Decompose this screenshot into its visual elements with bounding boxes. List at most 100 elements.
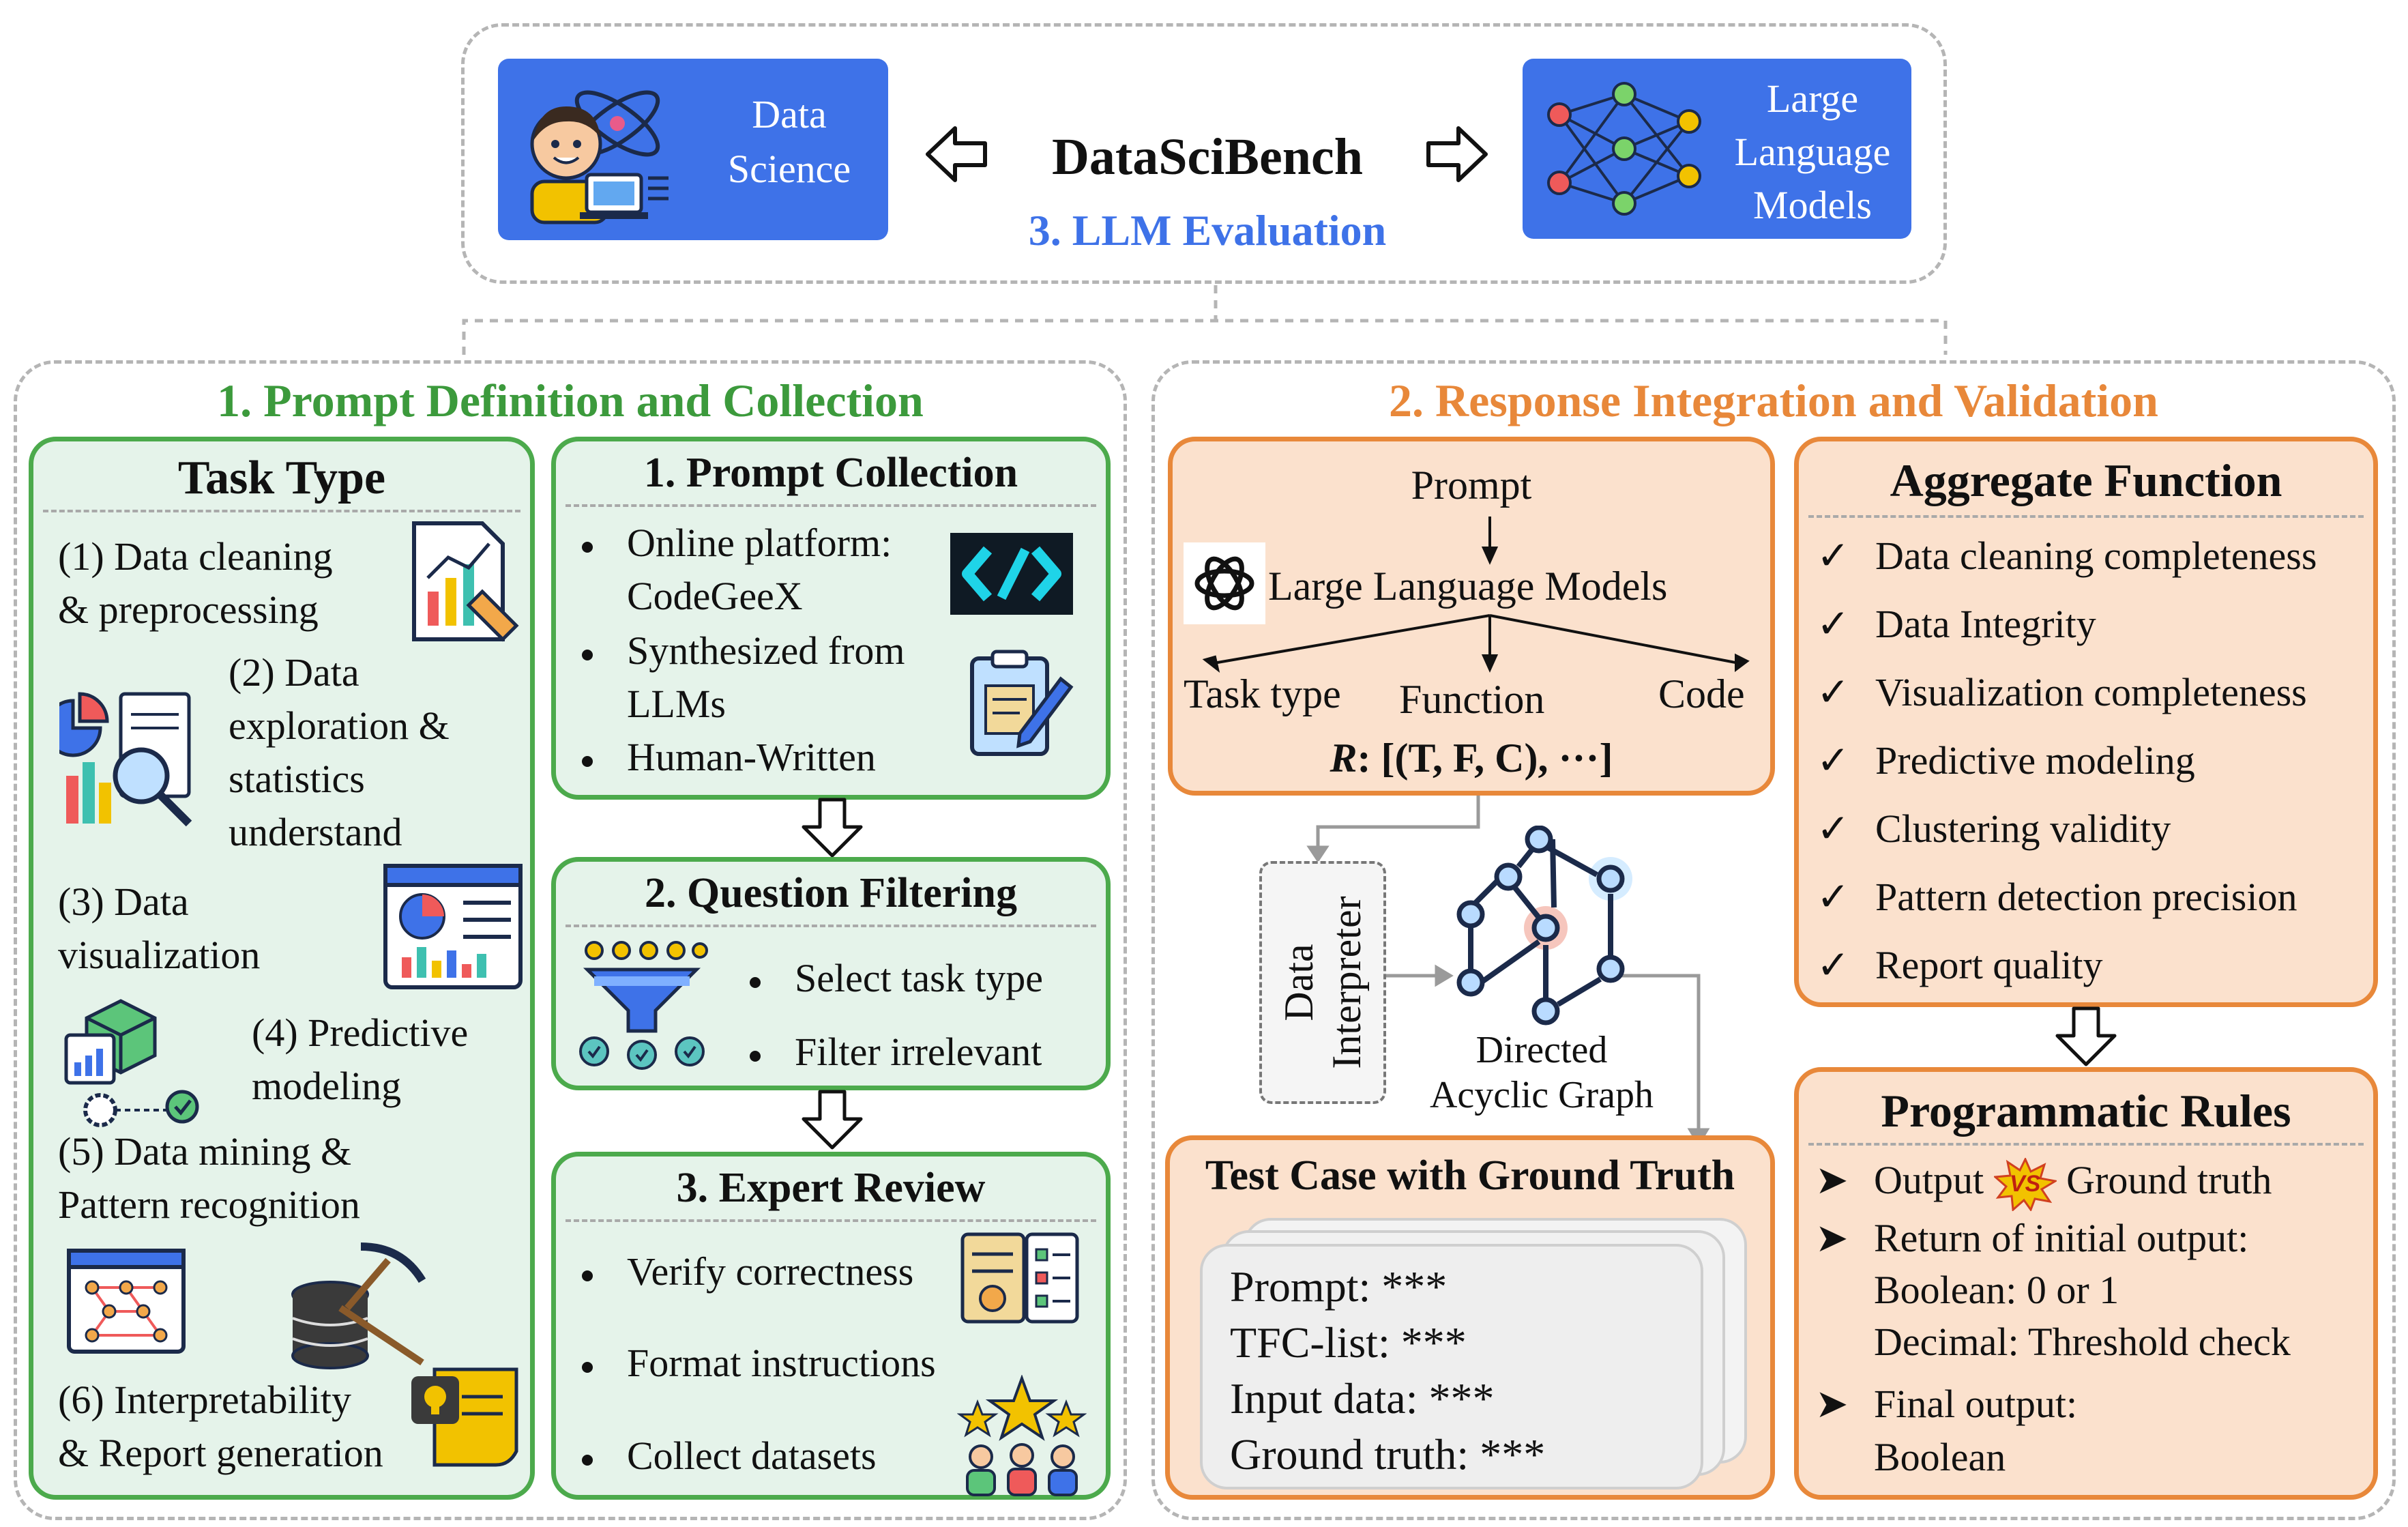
bullet-text: Format instructions: [627, 1341, 936, 1385]
bullet-format-instructions: Format instructions: [572, 1337, 936, 1390]
bullet-select-task-type: Select task type: [740, 952, 1043, 1005]
arrow-left-icon: [926, 126, 987, 182]
rules-output-line: ➤ Output VS Ground truth: [1815, 1154, 2272, 1211]
llm-label: Large Language Models: [1720, 72, 1905, 232]
task-line: (2) Data: [229, 650, 359, 695]
datascibench-title: DataSciBench: [1052, 128, 1363, 186]
data-scientist-icon: [530, 90, 669, 224]
branch-code: Code: [1658, 671, 1745, 716]
left-section-title: 1. Prompt Definition and Collection: [217, 375, 924, 426]
interpreter-line: Data: [1276, 944, 1321, 1021]
task-line: Pattern recognition: [58, 1182, 360, 1227]
bullet-human-written: Human-Written: [572, 731, 876, 784]
r-formula: R: [(T, F, C), ···]: [1173, 731, 1770, 785]
data-science-label: Data Science: [727, 92, 851, 191]
ground-truth-label: Ground truth: [2066, 1158, 2272, 1202]
header-connector: [462, 285, 1948, 355]
question-filtering-title: 2. Question Filtering: [645, 870, 1017, 916]
llm-line: Models: [1753, 183, 1872, 227]
right-section-frame: [1151, 360, 2396, 1520]
right-section-title: 2. Response Integration and Validation: [1389, 375, 2158, 426]
bullet-text: LLMs: [627, 682, 726, 726]
report-generation-icon: [411, 1367, 518, 1467]
bullet-synthesized: Synthesized from LLMs: [572, 624, 905, 731]
return-line: Decimal: Threshold check: [1874, 1320, 2291, 1364]
divider: [566, 1219, 1096, 1222]
down-arrow-icon: [2055, 1006, 2117, 1066]
task-line: (6) Interpretability: [58, 1378, 351, 1422]
aggregate-title: Aggregate Function: [1890, 454, 2282, 506]
arrow-bullet-icon: ➤: [1815, 1382, 1849, 1426]
interpreter-line: Interpreter: [1324, 896, 1369, 1069]
rules-return: ➤Return of initial output: Boolean: 0 or…: [1815, 1212, 2291, 1368]
check-icon: ✓: [1817, 943, 1850, 987]
bullet-filter-irrelevant: Filter irrelevant: [740, 1026, 1042, 1079]
dag-line: Acyclic Graph: [1429, 1074, 1654, 1116]
bullet-online-platform: Online platform: CodeGeeX: [572, 517, 892, 623]
task-line: & Report generation: [58, 1431, 383, 1475]
bullet-text: CodeGeeX: [627, 574, 803, 618]
bullet-text: Collect datasets: [627, 1434, 877, 1478]
divider: [1808, 1143, 2364, 1146]
left-section-frame: [14, 360, 1127, 1520]
header-frame: [461, 23, 1947, 284]
flow-arrows: [1202, 517, 1750, 673]
r-value: : [(T, F, C), ···]: [1357, 736, 1613, 781]
output-label: Output: [1874, 1158, 1984, 1202]
aggregate-item-label: Report quality: [1875, 943, 2103, 987]
task-item-4: (4) Predictive modeling: [252, 1006, 468, 1113]
test-case-card: Prompt: *** TFC-list: *** Input data: **…: [1200, 1244, 1703, 1489]
task-item-1: (1) Data cleaning & preprocessing: [58, 530, 333, 637]
llm-line: Language: [1734, 130, 1891, 174]
flow-prompt: Prompt: [1411, 463, 1532, 508]
arrow-bullet-icon: ➤: [1815, 1216, 1849, 1260]
return-label: Return of initial output:: [1874, 1216, 2249, 1260]
check-icon: ✓: [1817, 670, 1850, 714]
task-line: (4) Predictive: [252, 1010, 469, 1055]
test-case-box: Test Case with Ground Truth Prompt: *** …: [1165, 1135, 1775, 1500]
task-line: (1) Data cleaning: [58, 534, 333, 579]
task-line: visualization: [58, 933, 261, 977]
expert-review-title: 3. Expert Review: [676, 1165, 986, 1211]
dashboard-icon: [383, 864, 523, 989]
llm-flow-box: Prompt Large Language Models Task type F…: [1168, 437, 1775, 796]
neural-network-icon: [1547, 82, 1701, 216]
arrow-bullet-icon: ➤: [1815, 1158, 1849, 1202]
task-line: modeling: [252, 1064, 402, 1108]
bullet-text: Synthesized from: [627, 628, 905, 673]
final-label: Final output:: [1874, 1382, 2078, 1426]
llm-line: Large: [1766, 76, 1859, 121]
interpreter-label: Data Interpreter: [1275, 896, 1370, 1068]
aggregate-item: ✓Clustering validity: [1817, 795, 2317, 863]
data-science-box: Data Science: [498, 59, 888, 240]
aggregate-item: ✓Predictive modeling: [1817, 727, 2317, 795]
test-case-title: Test Case with Ground Truth: [1205, 1152, 1735, 1199]
clipboard-edit-icon: [970, 650, 1074, 756]
task-type-title: Task Type: [177, 452, 386, 504]
bullet-text: Human-Written: [627, 735, 876, 779]
bullet-dot: [582, 1454, 593, 1466]
rules-title: Programmatic Rules: [1881, 1085, 2291, 1137]
llm-evaluation-subtitle: 3. LLM Evaluation: [1028, 206, 1387, 254]
vs-badge-icon: VS: [1993, 1157, 2057, 1211]
task-item-5: (5) Data mining & Pattern recognition: [58, 1125, 360, 1232]
network-grid-icon: [67, 1249, 186, 1354]
aggregate-item-label: Data cleaning completeness: [1875, 534, 2317, 578]
arrow-right-icon: [1426, 126, 1488, 182]
aggregate-list: ✓Data cleaning completeness ✓Data Integr…: [1817, 522, 2317, 1000]
task-type-box: Task Type (1) Data cleaning & preprocess…: [29, 437, 535, 1500]
programmatic-rules-box: Programmatic Rules ➤ Output VS Ground tru…: [1794, 1067, 2378, 1500]
bullet-verify-correctness: Verify correctness: [572, 1245, 913, 1298]
bullet-dot: [582, 755, 593, 767]
task-item-6: (6) Interpretability & Report generation: [58, 1373, 383, 1480]
task-line: understand: [229, 810, 402, 854]
prompt-collection-box: 1. Prompt Collection Online platform: Co…: [551, 437, 1111, 800]
divider: [566, 925, 1096, 927]
task-item-2: (2) Data exploration & statistics unders…: [229, 646, 450, 859]
question-filtering-box: 2. Question Filtering Select task type F…: [551, 857, 1111, 1090]
down-arrow-icon: [802, 798, 863, 858]
task-line: (3) Data: [58, 879, 189, 924]
flow-connectors: [1306, 796, 1710, 1146]
bullet-dot: [582, 1361, 593, 1373]
bullet-collect-datasets: Collect datasets: [572, 1429, 877, 1483]
